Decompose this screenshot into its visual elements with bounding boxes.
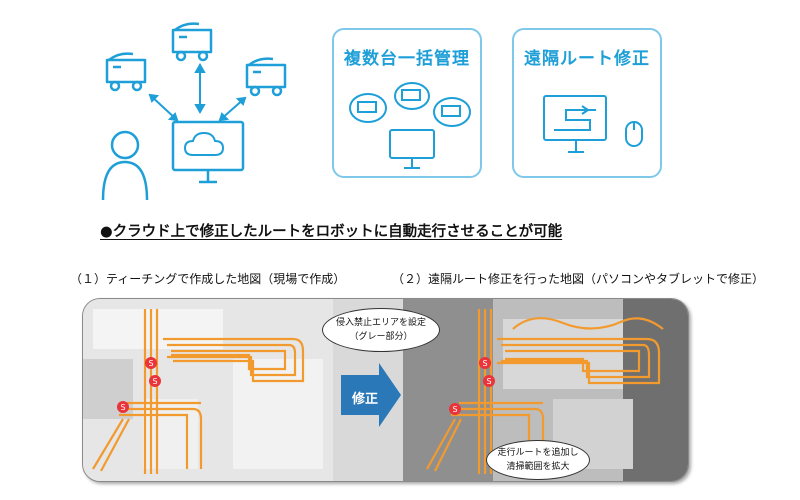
robot-icon <box>245 57 287 97</box>
start-marker: S <box>483 375 495 387</box>
start-marker: S <box>479 357 491 369</box>
left-route-lines <box>92 309 305 474</box>
caption-left: （１）ティーチングで作成した地図（現場で作成） <box>70 272 346 286</box>
multi-robot-monitor-icon <box>349 82 471 169</box>
start-marker-label: S <box>486 377 491 386</box>
robot-icon <box>171 22 213 62</box>
person-icon <box>101 130 149 201</box>
right-route-lines <box>426 309 664 474</box>
monitor-route-icon <box>543 95 607 141</box>
remote-route-icon <box>543 95 643 153</box>
start-marker-label: S <box>152 377 157 386</box>
robot-bubble-icon <box>433 97 471 127</box>
start-markers: S S S S S S <box>117 357 495 415</box>
feature-card-remote-route: 遠隔ルート修正 <box>512 28 662 178</box>
callout-line: 走行ルートを追加し <box>497 448 579 458</box>
monitor-icon <box>389 129 435 159</box>
start-marker: S <box>145 357 157 369</box>
arrow-label: 修正 <box>352 392 379 407</box>
feature-title: 複数台一括管理 <box>344 49 470 69</box>
start-marker-label: S <box>482 359 487 368</box>
feature-title: 遠隔ルート修正 <box>524 49 650 69</box>
start-marker-label: S <box>120 403 125 412</box>
start-marker: S <box>449 403 461 415</box>
start-marker-label: S <box>452 405 457 414</box>
section-heading: ●クラウド上で修正したルートをロボットに自動走行させることが可能 <box>100 224 563 240</box>
cloud-monitor-icon <box>171 120 245 184</box>
start-marker-label: S <box>148 359 153 368</box>
callout-line: 侵入禁止エリアを設定 <box>335 318 426 328</box>
robot-icon <box>105 52 147 92</box>
cloud-management-illustration <box>101 22 287 201</box>
start-marker: S <box>149 375 161 387</box>
callout-line: （グレー部分） <box>349 332 413 342</box>
caption-right: （２）遠隔ルート修正を行った地図（パソコンやタブレットで修正） <box>392 272 765 286</box>
arrow-icon <box>148 62 247 122</box>
arrow-right-icon <box>341 363 401 427</box>
feature-card-multi-management: 複数台一括管理 <box>332 28 482 178</box>
callout-no-entry: 侵入禁止エリアを設定 （グレー部分） <box>322 308 440 352</box>
start-marker: S <box>117 401 129 413</box>
robot-bubble-icon <box>394 82 430 110</box>
robot-bubble-icon <box>349 93 387 123</box>
callout-line: 清掃範囲を拡大 <box>506 462 570 472</box>
callout-route-added: 走行ルートを追加し 清掃範囲を拡大 <box>486 440 590 480</box>
